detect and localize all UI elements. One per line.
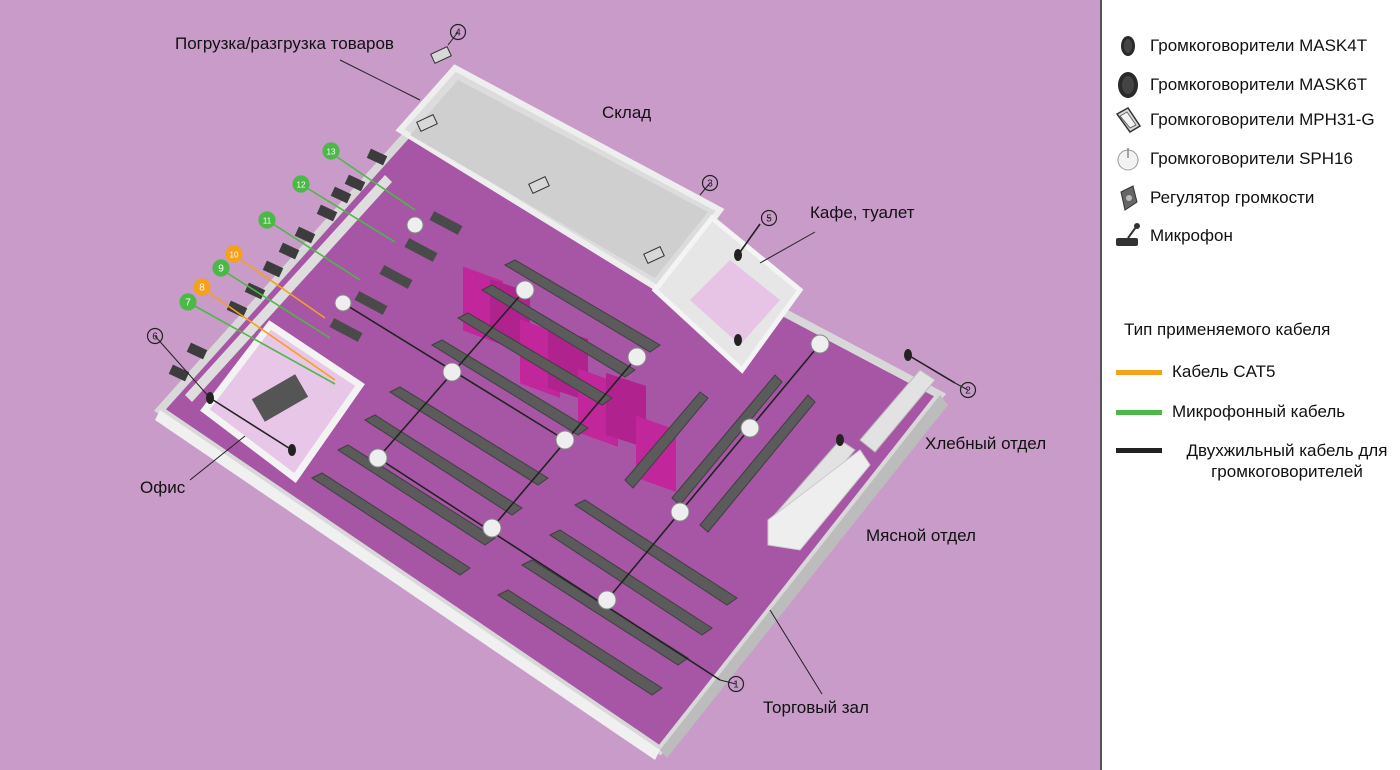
legend-label: Регулятор громкости bbox=[1150, 188, 1315, 207]
marker-4: 4 bbox=[449, 23, 467, 41]
label-loading: Погрузка/разгрузка товаров bbox=[175, 34, 394, 53]
mask4t-speaker-icon bbox=[1114, 32, 1142, 60]
mph31g-speakers bbox=[416, 46, 665, 264]
legend-item-microphone: Микрофон bbox=[1114, 221, 1233, 251]
sph16-speakers bbox=[334, 216, 830, 610]
legend-label: Микрофон bbox=[1150, 226, 1233, 245]
label-meat: Мясной отдел bbox=[866, 526, 976, 545]
marker-3: 3 bbox=[701, 174, 719, 192]
cafe-inner bbox=[690, 260, 780, 345]
marker-number: 7 bbox=[185, 298, 191, 309]
warehouse-floor bbox=[410, 80, 708, 278]
meat-room-wall bbox=[767, 449, 871, 551]
marker-number: 9 bbox=[218, 264, 224, 275]
marker-number: 5 bbox=[766, 214, 772, 225]
marker-6: 6 bbox=[146, 327, 164, 345]
cable-item-mic: Микрофонный кабель bbox=[1116, 402, 1345, 422]
sph16-speaker-icon bbox=[1114, 145, 1142, 173]
legend-label: Громкоговорители MASK6T bbox=[1150, 75, 1368, 94]
cable-swatch-speaker bbox=[1116, 448, 1162, 453]
cable-swatch-mic bbox=[1116, 409, 1162, 415]
cat5-cables bbox=[207, 258, 336, 381]
marker-number: 2 bbox=[965, 386, 971, 397]
marker-1: 1 bbox=[727, 675, 745, 693]
label-bakery: Хлебный отдел bbox=[925, 434, 1047, 453]
bakery-counter bbox=[859, 369, 936, 453]
label-office: Офис bbox=[140, 478, 186, 497]
floor-outer-wall bbox=[155, 410, 660, 760]
marker-12: 12 bbox=[292, 175, 310, 193]
checkout-counters bbox=[329, 211, 463, 342]
cable-label: Микрофонный кабель bbox=[1172, 402, 1346, 421]
marker-9: 9 bbox=[212, 259, 230, 277]
legend-item-volume: Регулятор громкости bbox=[1114, 183, 1314, 213]
marker-11: 11 bbox=[258, 211, 276, 229]
cable-swatch-cat5 bbox=[1116, 369, 1162, 375]
label-cafe: Кафе, туалет bbox=[810, 203, 915, 222]
marker-number: 13 bbox=[327, 148, 336, 157]
marker-13: 13 bbox=[322, 142, 340, 160]
microphone-icon bbox=[1114, 222, 1142, 250]
marker-2: 2 bbox=[959, 381, 977, 399]
legend-label: Громкоговорители MPH31-G bbox=[1150, 110, 1375, 129]
marker-number: 4 bbox=[455, 28, 461, 39]
floor-right-wall bbox=[660, 395, 948, 758]
marker-number: 12 bbox=[297, 181, 306, 190]
cable-item-speaker: Двухжильный кабель для громкоговорителей bbox=[1116, 440, 1400, 482]
marker-number: 1 bbox=[733, 680, 739, 691]
legend-panel: Громкоговорители MASK4T Громкоговорители… bbox=[1100, 0, 1400, 770]
marker-number: 8 bbox=[199, 283, 205, 294]
cable-legend-title: Тип применяемого кабеля bbox=[1124, 320, 1331, 339]
cable-item-cat5: Кабель CAT5 bbox=[1116, 362, 1276, 382]
label-sales-floor: Торговый зал bbox=[763, 698, 869, 717]
volume-control-icon bbox=[1114, 184, 1142, 212]
cable-label: Кабель CAT5 bbox=[1172, 362, 1276, 381]
mic-cables bbox=[192, 156, 416, 385]
legend-label: Громкоговорители SPH16 bbox=[1150, 149, 1353, 168]
marker-number: 3 bbox=[707, 179, 713, 190]
marker-number: 11 bbox=[263, 217, 272, 226]
mask6t-speaker-icon bbox=[1114, 71, 1142, 99]
marker-number: 6 bbox=[152, 332, 158, 343]
checkout-wall bbox=[185, 175, 392, 402]
marker-7: 7 bbox=[179, 293, 197, 311]
marker-8: 8 bbox=[193, 278, 211, 296]
marker-number: 10 bbox=[230, 251, 239, 260]
mask-speakers bbox=[206, 249, 912, 456]
legend-item-sph16: Громкоговорители SPH16 bbox=[1114, 144, 1353, 174]
legend-item-mask6t: Громкоговорители MASK6T bbox=[1114, 70, 1367, 100]
speaker-cables bbox=[209, 223, 956, 681]
legend-item-mask4t: Громкоговорители MASK4T bbox=[1114, 31, 1367, 61]
label-warehouse: Склад bbox=[602, 103, 652, 122]
legend-item-mph31g: Громкоговорители MPH31-G bbox=[1114, 105, 1375, 135]
mph31g-speaker-icon bbox=[1114, 106, 1142, 134]
marker-10: 10 bbox=[225, 245, 243, 263]
cable-label: Двухжильный кабель для громкоговорителей bbox=[1186, 441, 1388, 481]
office-table bbox=[251, 374, 309, 422]
marker-leaders bbox=[154, 31, 969, 695]
legend-label: Громкоговорители MASK4T bbox=[1150, 36, 1368, 55]
marker-5: 5 bbox=[760, 209, 778, 227]
sales-shelves bbox=[310, 259, 816, 696]
